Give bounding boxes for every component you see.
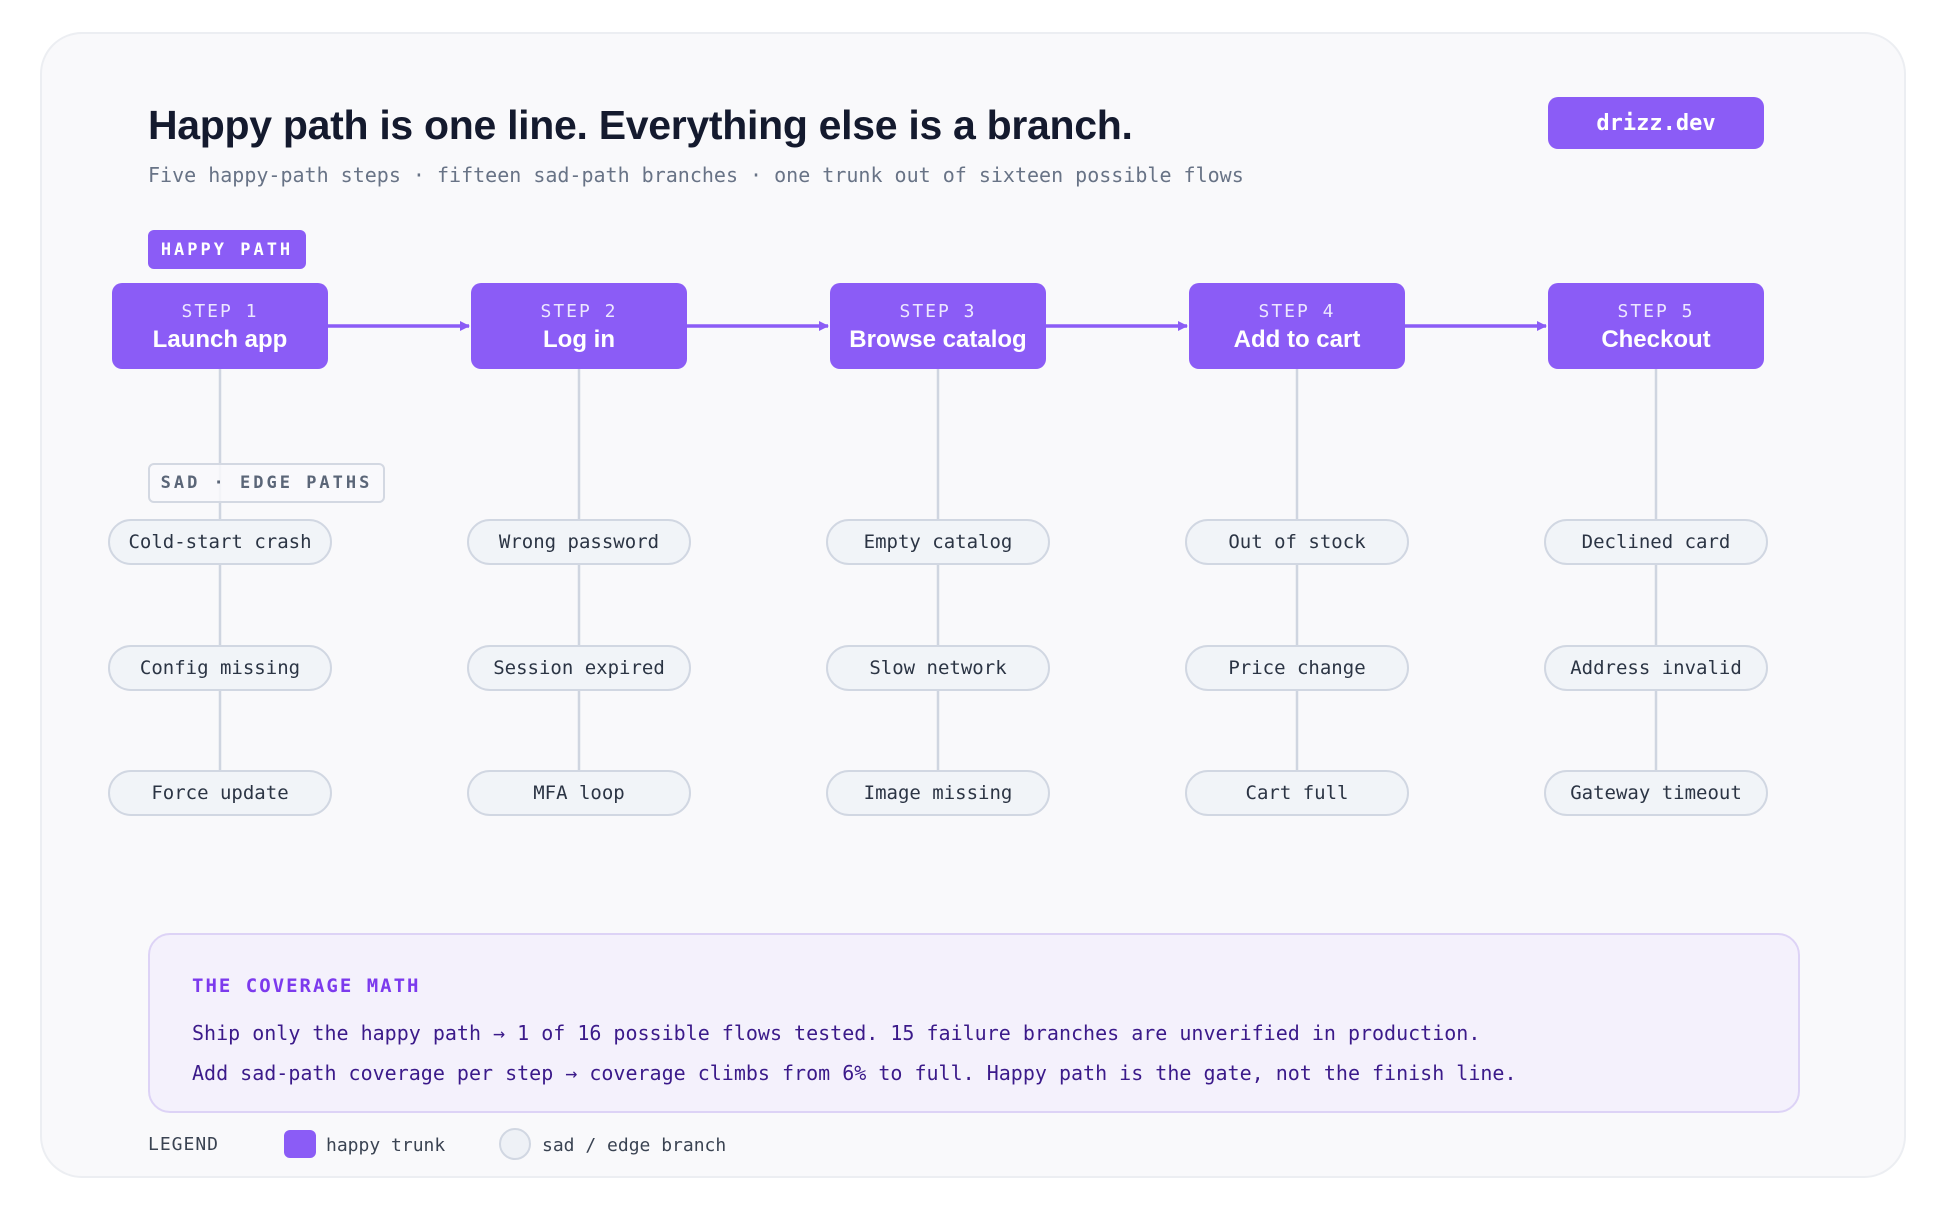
brand-badge: drizz.dev xyxy=(1548,97,1764,149)
step-3-node: STEP 3 Browse catalog xyxy=(830,283,1046,369)
sad-branch-node: Session expired xyxy=(467,645,691,691)
branch-connectors xyxy=(218,369,1658,770)
sad-branch-node: Out of stock xyxy=(1185,519,1409,565)
step-5-node: STEP 5 Checkout xyxy=(1548,283,1764,369)
sad-branch-node: Cart full xyxy=(1185,770,1409,816)
sad-branch-node: Declined card xyxy=(1544,519,1768,565)
legend-happy-text: happy trunk xyxy=(326,1135,446,1156)
step-name: Log in xyxy=(543,326,615,353)
sad-branch-node: Cold-start crash xyxy=(108,519,332,565)
sad-branch-node: Address invalid xyxy=(1544,645,1768,691)
sad-branch-node: Force update xyxy=(108,770,332,816)
legend-sad-text: sad / edge branch xyxy=(542,1135,727,1156)
legend-sad-swatch xyxy=(499,1128,531,1160)
step-number-label: STEP 1 xyxy=(181,301,259,322)
sad-branch-node: Image missing xyxy=(826,770,1050,816)
page-subtitle: Five happy-path steps · fifteen sad-path… xyxy=(148,163,1244,187)
coverage-math-line-1: Ship only the happy path → 1 of 16 possi… xyxy=(192,1021,1481,1045)
sad-branch-node: Slow network xyxy=(826,645,1050,691)
sad-branch-node: Empty catalog xyxy=(826,519,1050,565)
step-4-node: STEP 4 Add to cart xyxy=(1189,283,1405,369)
page-title: Happy path is one line. Everything else … xyxy=(148,102,1133,148)
sad-branch-node: Gateway timeout xyxy=(1544,770,1768,816)
step-number-label: STEP 3 xyxy=(899,301,977,322)
sad-branch-node: MFA loop xyxy=(467,770,691,816)
coverage-math-panel: THE COVERAGE MATH Ship only the happy pa… xyxy=(148,933,1800,1113)
step-name: Add to cart xyxy=(1233,326,1361,353)
step-number-label: STEP 4 xyxy=(1258,301,1336,322)
step-number-label: STEP 5 xyxy=(1617,301,1695,322)
happy-path-tag: HAPPY PATH xyxy=(148,230,306,269)
sad-branch-node: Wrong password xyxy=(467,519,691,565)
step-name: Checkout xyxy=(1601,326,1711,353)
step-1-node: STEP 1 Launch app xyxy=(112,283,328,369)
step-name: Browse catalog xyxy=(849,326,1027,353)
legend-label: LEGEND xyxy=(148,1134,220,1155)
sad-branch-node: Config missing xyxy=(108,645,332,691)
coverage-math-line-2: Add sad-path coverage per step → coverag… xyxy=(192,1061,1517,1085)
step-2-node: STEP 2 Log in xyxy=(471,283,687,369)
step-name: Launch app xyxy=(152,326,288,353)
step-number-label: STEP 2 xyxy=(540,301,618,322)
sad-edge-paths-tag: SAD · EDGE PATHS xyxy=(148,463,385,503)
sad-branch-node: Price change xyxy=(1185,645,1409,691)
coverage-math-title: THE COVERAGE MATH xyxy=(192,975,421,997)
legend-happy-swatch xyxy=(284,1130,316,1158)
